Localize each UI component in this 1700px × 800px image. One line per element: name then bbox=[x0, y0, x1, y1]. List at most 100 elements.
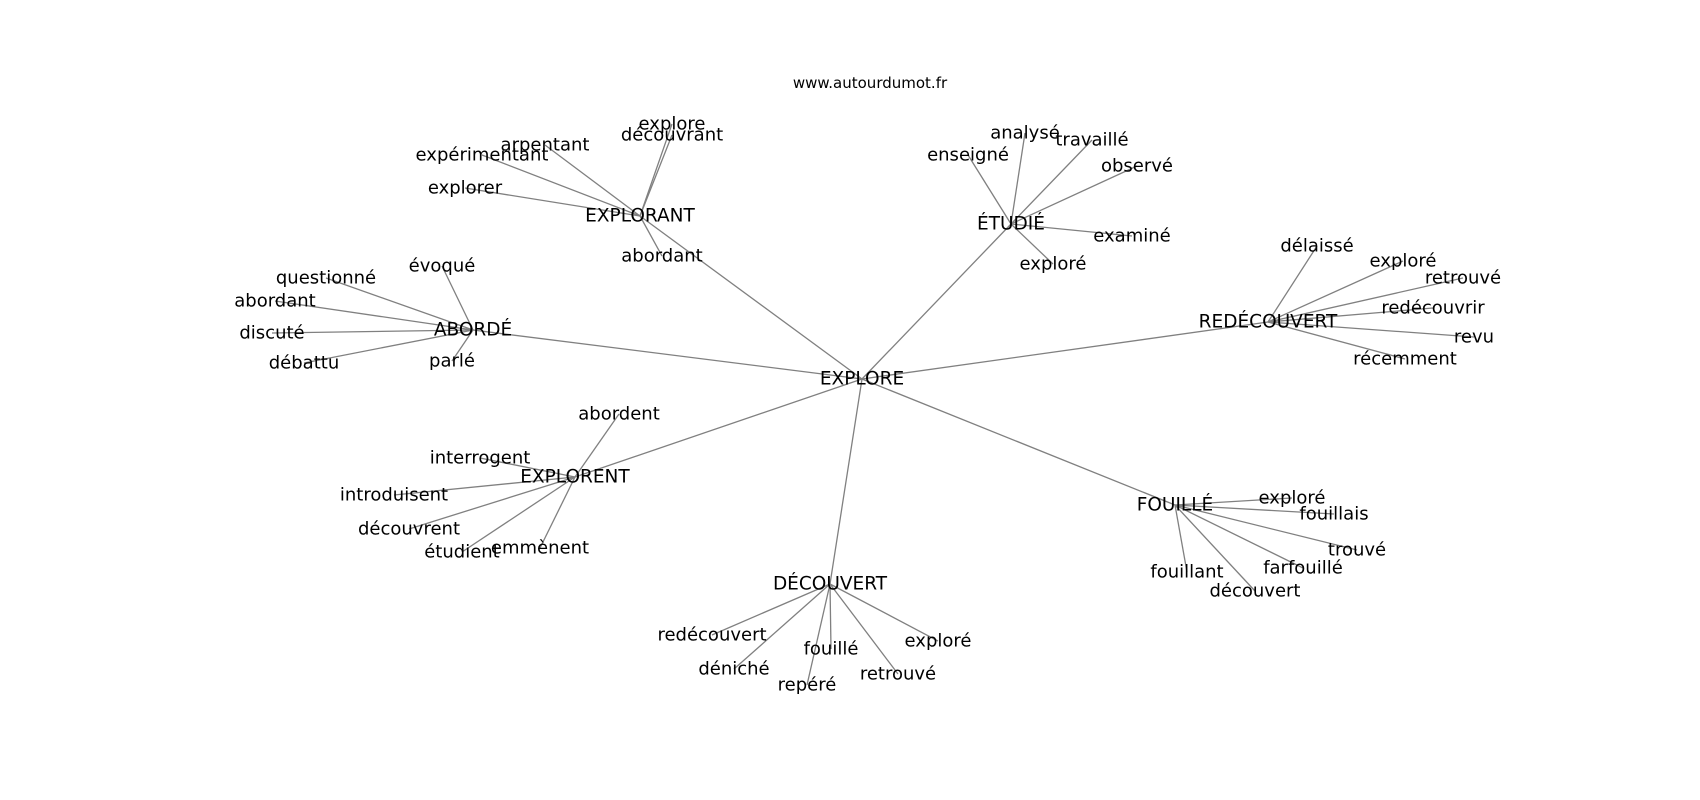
edge-redecouvert-1 bbox=[1267, 260, 1404, 323]
edge-redecouvert-3 bbox=[1267, 307, 1434, 323]
edge-decouvert-3 bbox=[806, 583, 831, 686]
edge-center-redecouvert bbox=[861, 321, 1269, 380]
leaf-node-aborde-0: évoqué bbox=[409, 256, 476, 277]
edge-aborde-1 bbox=[325, 277, 474, 331]
leaf-node-aborde-3: discuté bbox=[239, 323, 304, 344]
edge-etudie-2 bbox=[967, 154, 1012, 225]
leaf-node-fouille-4: fouillant bbox=[1150, 562, 1223, 583]
leaf-node-aborde-1: questionné bbox=[276, 268, 376, 289]
edges bbox=[271, 123, 1475, 686]
edge-fouille-4 bbox=[1174, 504, 1188, 573]
leaf-node-etudie-5: exploré bbox=[1020, 254, 1087, 275]
cluster-node-etudie: ÉTUDIÉ bbox=[977, 213, 1045, 235]
leaf-node-redecouvert-1: exploré bbox=[1370, 251, 1437, 272]
edge-explorent-5 bbox=[539, 476, 576, 549]
leaf-node-explorent-1: interrogent bbox=[430, 448, 531, 469]
edge-decouvert-1 bbox=[733, 583, 831, 670]
edge-fouille-0 bbox=[1174, 497, 1293, 506]
edge-fouille-1 bbox=[1174, 504, 1335, 515]
edge-explorant-3 bbox=[639, 134, 673, 217]
leaf-node-explorant-1: arpentant bbox=[501, 135, 590, 156]
edge-redecouvert-4 bbox=[1267, 321, 1475, 338]
leaf-node-redecouvert-0: délaissé bbox=[1280, 236, 1353, 257]
leaf-node-explorant-4: explorer bbox=[428, 178, 503, 199]
edge-explorent-1 bbox=[479, 457, 576, 478]
edge-fouille-2 bbox=[1174, 504, 1358, 551]
edge-aborde-2 bbox=[274, 300, 474, 331]
leaf-node-explorent-5: emmènent bbox=[491, 538, 589, 559]
leaf-node-decouvert-2: fouillé bbox=[804, 639, 859, 660]
edge-center-explorant bbox=[639, 215, 863, 380]
cluster-node-decouvert: DÉCOUVERT bbox=[773, 573, 888, 595]
edge-explorant-2 bbox=[481, 154, 641, 217]
edge-aborde-3 bbox=[271, 329, 474, 334]
leaf-node-explorant-5: abordant bbox=[621, 246, 702, 267]
leaf-node-etudie-0: analysé bbox=[990, 123, 1060, 144]
leaf-node-explorant-0: explore bbox=[639, 114, 706, 135]
edge-decouvert-2 bbox=[829, 583, 832, 650]
leaf-node-decouvert-1: déniché bbox=[698, 659, 769, 680]
edge-aborde-0 bbox=[441, 265, 474, 331]
leaf-node-decouvert-5: exploré bbox=[905, 631, 972, 652]
leaf-node-etudie-3: observé bbox=[1101, 156, 1173, 177]
leaf-node-fouille-0: exploré bbox=[1259, 488, 1326, 509]
leaf-node-redecouvert-2: retrouvé bbox=[1425, 268, 1501, 289]
edge-decouvert-0 bbox=[711, 583, 831, 636]
edge-explorent-4 bbox=[461, 476, 576, 553]
leaf-node-fouille-5: découvert bbox=[1209, 581, 1300, 602]
cluster-node-aborde: ABORDÉ bbox=[434, 319, 512, 341]
leaf-node-etudie-2: enseigné bbox=[927, 145, 1009, 166]
edge-center-fouille bbox=[861, 378, 1176, 506]
leaf-node-aborde-5: parlé bbox=[429, 351, 475, 372]
leaf-node-explorent-4: étudient bbox=[424, 542, 500, 563]
cluster-node-explorant: EXPLORANT bbox=[585, 206, 695, 227]
leaf-node-redecouvert-3: redécouvrir bbox=[1381, 298, 1485, 319]
leaf-node-etudie-1: travaillé bbox=[1055, 130, 1128, 151]
edge-center-etudie bbox=[861, 223, 1012, 380]
edge-etudie-0 bbox=[1010, 132, 1026, 225]
edge-explorant-1 bbox=[544, 144, 641, 217]
leaf-node-decouvert-0: redécouvert bbox=[657, 625, 766, 646]
leaf-node-explorant-3: découvrant bbox=[621, 125, 723, 146]
edge-center-decouvert bbox=[829, 378, 863, 585]
leaf-node-explorent-2: introduisent bbox=[340, 485, 448, 506]
edge-center-explorent bbox=[574, 378, 863, 478]
leaf-node-decouvert-3: repéré bbox=[778, 675, 837, 696]
edge-center-aborde bbox=[472, 329, 863, 380]
edge-explorent-3 bbox=[408, 476, 576, 530]
leaf-node-explorent-0: abordent bbox=[578, 404, 660, 425]
leaf-node-fouille-2: trouvé bbox=[1328, 540, 1386, 561]
cluster-node-explorent: EXPLORENT bbox=[520, 467, 630, 488]
leaf-node-explorant-2: expérimentant bbox=[416, 145, 549, 166]
source-label: www.autourdumot.fr bbox=[793, 74, 948, 92]
edge-explorent-2 bbox=[393, 476, 576, 496]
leaf-node-redecouvert-4: revu bbox=[1454, 327, 1494, 348]
edge-fouille-3 bbox=[1174, 504, 1304, 569]
edge-explorant-4 bbox=[464, 187, 641, 217]
center-node: EXPLORE bbox=[820, 369, 904, 390]
cluster-node-fouille: FOUILLÉ bbox=[1137, 494, 1214, 516]
edge-redecouvert-0 bbox=[1267, 245, 1318, 323]
edge-etudie-5 bbox=[1010, 223, 1054, 265]
edge-etudie-4 bbox=[1010, 223, 1133, 237]
leaf-node-redecouvert-5: récemment bbox=[1353, 349, 1457, 370]
edge-decouvert-5 bbox=[829, 583, 939, 642]
edge-decouvert-4 bbox=[829, 583, 899, 675]
edge-aborde-5 bbox=[451, 329, 474, 362]
edge-explorent-0 bbox=[574, 413, 620, 478]
leaf-node-etudie-4: examiné bbox=[1093, 226, 1170, 247]
leaf-node-fouille-3: farfouillé bbox=[1263, 558, 1343, 579]
edge-redecouvert-2 bbox=[1267, 277, 1464, 323]
leaf-node-aborde-2: abordant bbox=[234, 291, 315, 312]
edge-explorant-0 bbox=[639, 123, 673, 217]
edge-aborde-4 bbox=[303, 329, 474, 364]
edge-etudie-1 bbox=[1010, 139, 1093, 225]
edge-fouille-5 bbox=[1174, 504, 1256, 592]
edge-redecouvert-5 bbox=[1267, 321, 1406, 360]
cluster-node-redecouvert: REDÉCOUVERT bbox=[1199, 311, 1338, 333]
leaf-node-decouvert-4: retrouvé bbox=[860, 664, 936, 685]
edge-etudie-3 bbox=[1010, 165, 1138, 225]
leaf-node-aborde-4: débattu bbox=[269, 353, 339, 374]
